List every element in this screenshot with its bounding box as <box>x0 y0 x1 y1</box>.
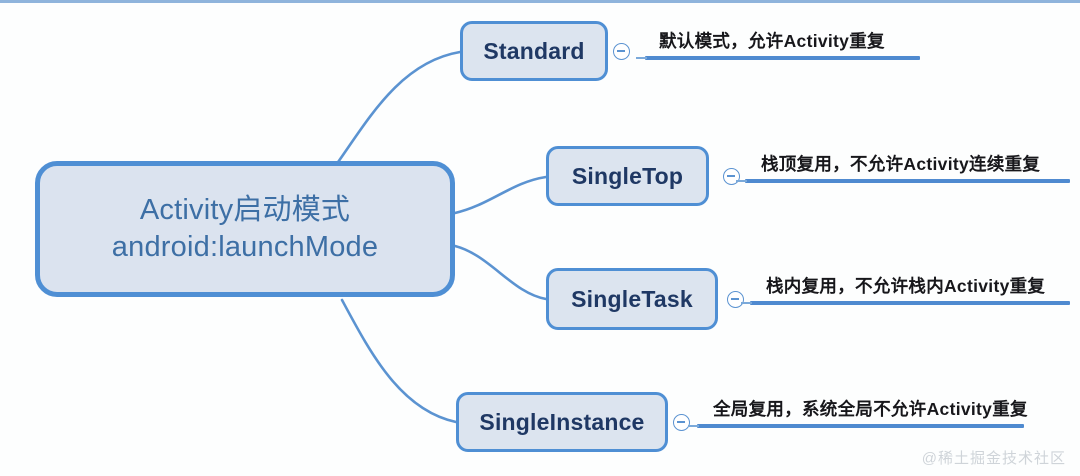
connector-root-standard <box>334 50 462 167</box>
branch-node-singletop[interactable]: SingleTop <box>546 146 709 206</box>
top-edge-strip <box>0 0 1080 3</box>
branch-label-singletask: SingleTask <box>571 285 693 312</box>
root-title-line-1: Activity启动模式 <box>139 193 351 226</box>
annotation-singletop: 栈顶复用，不允许Activity连续重复 <box>736 141 1070 183</box>
minus-circle-icon-singletop[interactable] <box>723 168 740 185</box>
annotation-text-standard: 默认模式，允许Activity重复 <box>659 31 885 51</box>
connector-root-singletask <box>453 244 548 301</box>
branch-label-singleinstance: SingleInstance <box>479 408 645 435</box>
annotation-underline-standard <box>636 56 920 60</box>
connector-root-singleinst <box>340 298 458 424</box>
annotation-singleinstance: 全局复用，系统全局不允许Activity重复 <box>688 386 1028 428</box>
branch-node-standard[interactable]: Standard <box>460 21 608 81</box>
branch-label-standard: Standard <box>483 37 585 64</box>
branch-node-singletask[interactable]: SingleTask <box>546 268 718 330</box>
annotation-text-singletop: 栈顶复用，不允许Activity连续重复 <box>761 154 1041 174</box>
minus-circle-icon-standard[interactable] <box>613 43 630 60</box>
annotation-text-singletask: 栈内复用，不允许栈内Activity重复 <box>766 276 1046 296</box>
connector-root-singletop <box>453 175 548 215</box>
minus-circle-icon-singletask[interactable] <box>727 291 744 308</box>
annotation-singletask: 栈内复用，不允许栈内Activity重复 <box>741 263 1070 305</box>
annotation-text-singleinstance: 全局复用，系统全局不允许Activity重复 <box>713 399 1028 419</box>
annotation-underline-singletop <box>736 179 1070 183</box>
root-node[interactable]: Activity启动模式 android:launchMode <box>35 161 455 297</box>
annotation-standard: 默认模式，允许Activity重复 <box>636 18 920 60</box>
annotation-underline-singleinstance <box>688 424 1024 428</box>
annotation-underline-singletask <box>741 301 1070 305</box>
branch-node-singleinstance[interactable]: SingleInstance <box>456 392 668 452</box>
root-title-line-2: android:launchMode <box>111 231 379 263</box>
minus-circle-icon-singleinstance[interactable] <box>673 414 690 431</box>
branch-label-singletop: SingleTop <box>571 162 684 189</box>
watermark: @稀土掘金技术社区 <box>921 450 1066 467</box>
